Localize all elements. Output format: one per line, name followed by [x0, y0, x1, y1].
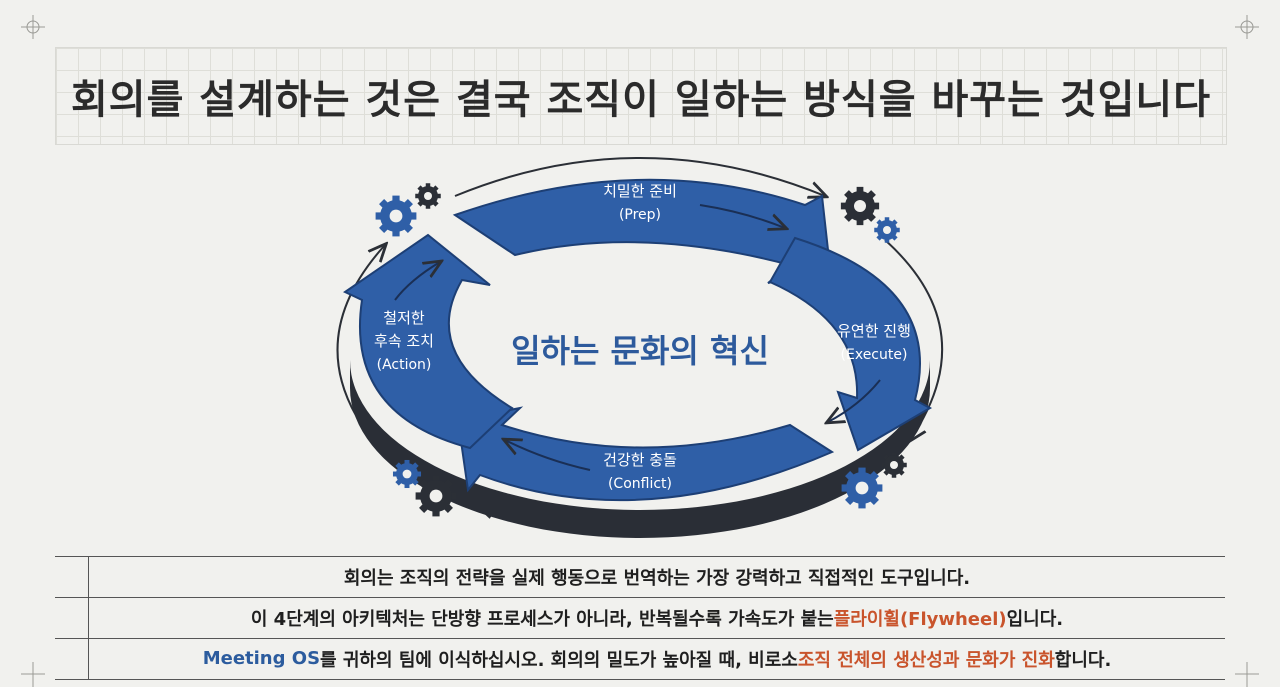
- inner-arrow-conflict: [505, 440, 591, 471]
- crosshair-mark-top-right: [1235, 15, 1259, 39]
- summary-row-1: 회의는 조직의 전략을 실제 행동으로 번역하는 가장 강력하고 직접적인 도구…: [89, 556, 1225, 597]
- gear-icon-top-left-large: [375, 195, 417, 237]
- summary-row-1-text: 회의는 조직의 전략을 실제 행동으로 번역하는 가장 강력하고 직접적인 도구…: [343, 567, 971, 589]
- step-conflict-label: 건강한 충돌: [603, 451, 677, 469]
- summary-row-3-suffix: 합니다.: [1054, 649, 1112, 671]
- segment-action-arrow: [342, 233, 514, 450]
- segment-execute-arrow: [768, 236, 933, 452]
- gear-icon-bottom-right-small: [881, 452, 907, 478]
- orbit-arc-top: [454, 157, 825, 196]
- title-panel: 회의를 설계하는 것은 결국 조직이 일하는 방식을 바꾸는 것입니다: [55, 47, 1227, 145]
- step-prep-sublabel: (Prep): [619, 207, 661, 223]
- summary-row-2: 이 4단계의 아키텍처는 단방향 프로세스가 아니라, 반복될수록 가속도가 붙…: [89, 597, 1225, 638]
- step-action-label-line1: 철저한: [383, 309, 425, 327]
- inner-arrow-prep: [699, 204, 785, 228]
- summary-row-2-text: 이 4단계의 아키텍처는 단방향 프로세스가 아니라, 반복될수록 가속도가 붙…: [250, 608, 834, 630]
- summary-table: 회의는 조직의 전략을 실제 행동으로 번역하는 가장 강력하고 직접적인 도구…: [55, 556, 1225, 680]
- crosshair-mark-top-left: [21, 15, 45, 39]
- ring-side: [350, 360, 930, 538]
- gear-icon-top-right-large: [840, 186, 880, 226]
- summary-row-3-brand: Meeting OS: [202, 648, 321, 669]
- inner-arrow-execute: [828, 379, 881, 422]
- step-execute-label: 유연한 진행: [837, 322, 911, 340]
- ring-segments: [342, 178, 933, 502]
- step-action-label-line2: 후속 조치: [374, 332, 434, 350]
- orbit-arc-right: [884, 239, 944, 440]
- gear-icon-bottom-left-small: [392, 459, 422, 489]
- page-title: 회의를 설계하는 것은 결국 조직이 일하는 방식을 바꾸는 것입니다: [70, 77, 1211, 123]
- gear-icon-bottom-left-large: [415, 475, 457, 517]
- step-action-sublabel: (Action): [377, 357, 432, 373]
- crosshair-mark-bottom-right: [1235, 662, 1259, 687]
- gear-icon-top-right-small: [874, 217, 900, 243]
- segment-conflict-arrow: [456, 406, 835, 502]
- gear-icon-top-left-small: [415, 183, 441, 209]
- center-label: 일하는 문화의 혁신: [511, 332, 769, 370]
- summary-row-3-text: 를 귀하의 팀에 이식하십시오. 회의의 밀도가 높아질 때, 비로소: [320, 649, 798, 671]
- step-prep-label: 치밀한 준비: [603, 182, 677, 200]
- summary-row-2-suffix: 입니다.: [1006, 608, 1064, 630]
- step-conflict-sublabel: (Conflict): [608, 476, 672, 492]
- crosshair-mark-bottom-left: [21, 662, 45, 687]
- summary-row-2-highlight: 플라이휠(Flywheel): [833, 608, 1007, 630]
- segment-prep-arrow: [452, 178, 832, 284]
- inner-arrow-action: [394, 262, 440, 301]
- summary-row-3-highlight: 조직 전체의 생산성과 문화가 진화: [797, 649, 1055, 671]
- step-execute-sublabel: (Execute): [841, 347, 908, 363]
- gear-icon-bottom-right-large: [841, 467, 883, 509]
